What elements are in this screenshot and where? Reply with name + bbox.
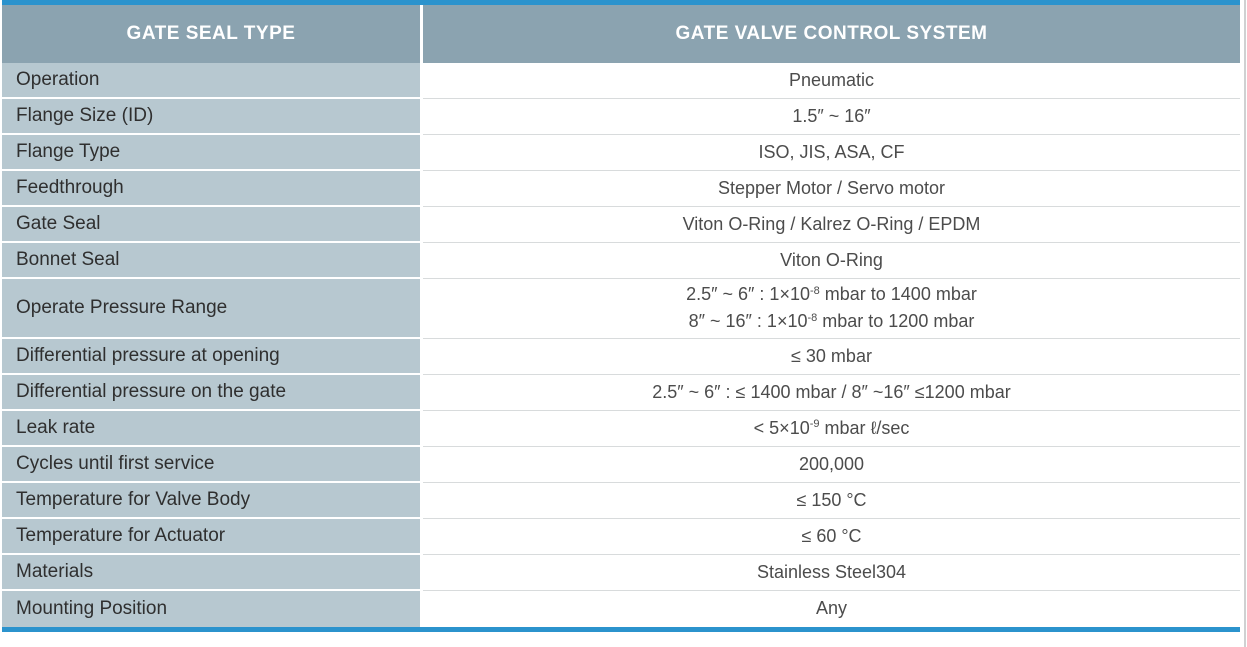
row-value: ≤ 60 °C <box>423 519 1240 555</box>
column-divider <box>420 375 423 411</box>
row-value: Stepper Motor / Servo motor <box>423 171 1240 207</box>
row-label: Feedthrough <box>2 171 420 207</box>
spec-row-temperature-for-valve-body: Temperature for Valve Body≤ 150 °C <box>2 483 1240 519</box>
header-gate-seal-type: GATE SEAL TYPE <box>2 5 420 63</box>
row-value: ≤ 30 mbar <box>423 339 1240 375</box>
row-label: Differential pressure on the gate <box>2 375 420 411</box>
column-divider <box>420 135 423 171</box>
row-value: Stainless Steel304 <box>423 555 1240 591</box>
row-label: Bonnet Seal <box>2 243 420 279</box>
row-label: Cycles until first service <box>2 447 420 483</box>
row-value: 2.5″ ~ 6″ : ≤ 1400 mbar / 8″ ~16″ ≤1200 … <box>423 375 1240 411</box>
column-divider <box>420 555 423 591</box>
row-value: ISO, JIS, ASA, CF <box>423 135 1240 171</box>
row-value: 200,000 <box>423 447 1240 483</box>
column-divider <box>420 207 423 243</box>
row-label: Operation <box>2 63 420 99</box>
row-value: < 5×10-9 mbar ℓ/sec <box>423 411 1240 447</box>
row-value: Viton O-Ring / Kalrez O-Ring / EPDM <box>423 207 1240 243</box>
column-divider <box>420 591 423 627</box>
column-divider <box>420 447 423 483</box>
row-value: ≤ 150 °C <box>423 483 1240 519</box>
column-divider <box>420 339 423 375</box>
row-value: Any <box>423 591 1240 627</box>
page-right-edge <box>1244 0 1246 647</box>
row-label: Mounting Position <box>2 591 420 627</box>
spec-table: GATE SEAL TYPE GATE VALVE CONTROL SYSTEM… <box>2 0 1240 632</box>
spec-row-temperature-for-actuator: Temperature for Actuator≤ 60 °C <box>2 519 1240 555</box>
row-label: Leak rate <box>2 411 420 447</box>
table-header-row: GATE SEAL TYPE GATE VALVE CONTROL SYSTEM <box>2 5 1240 63</box>
column-divider <box>420 99 423 135</box>
column-divider <box>420 483 423 519</box>
row-label: Flange Type <box>2 135 420 171</box>
column-divider <box>420 63 423 99</box>
row-label: Flange Size (ID) <box>2 99 420 135</box>
column-divider <box>420 171 423 207</box>
row-value: Viton O-Ring <box>423 243 1240 279</box>
row-label: Temperature for Actuator <box>2 519 420 555</box>
header-gate-valve-control-system: GATE VALVE CONTROL SYSTEM <box>423 5 1240 63</box>
row-label: Operate Pressure Range <box>2 279 420 339</box>
column-divider <box>420 519 423 555</box>
row-value: Pneumatic <box>423 63 1240 99</box>
row-label: Temperature for Valve Body <box>2 483 420 519</box>
row-value: 1.5″ ~ 16″ <box>423 99 1240 135</box>
column-divider <box>420 279 423 339</box>
row-label: Differential pressure at opening <box>2 339 420 375</box>
bottom-accent-bar <box>2 627 1240 632</box>
row-label: Materials <box>2 555 420 591</box>
column-divider <box>420 243 423 279</box>
spec-row-flange-size-id: Flange Size (ID)1.5″ ~ 16″ <box>2 99 1240 135</box>
spec-row-leak-rate: Leak rate< 5×10-9 mbar ℓ/sec <box>2 411 1240 447</box>
top-accent-bar <box>2 0 1240 5</box>
row-label: Gate Seal <box>2 207 420 243</box>
spec-row-differential-pressure-at-opening: Differential pressure at opening≤ 30 mba… <box>2 339 1240 375</box>
column-divider <box>420 5 423 63</box>
column-divider <box>420 411 423 447</box>
